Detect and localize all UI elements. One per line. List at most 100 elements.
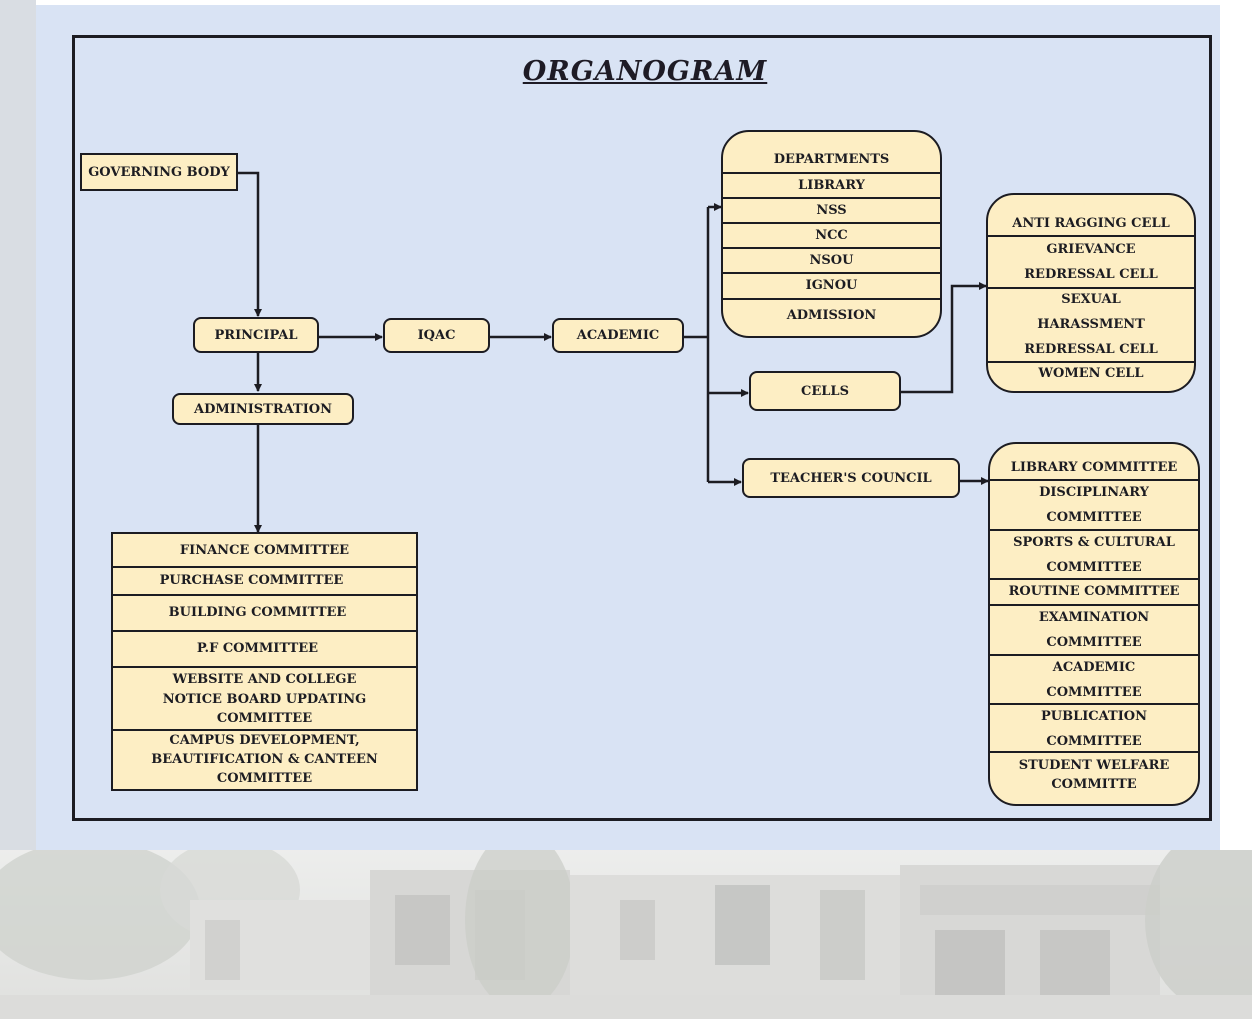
row-divider [723, 247, 940, 249]
admin-committee-row: PURCHASE COMMITTEE [113, 567, 416, 594]
cell-item-anti-ragging: ANTI RAGGING CELL [1012, 216, 1170, 231]
departments-stack: DEPARTMENTS LIBRARY NSS NCC NSOU IGNOU A… [721, 130, 942, 338]
committee-academic-line2: COMMITTEE [1046, 684, 1142, 700]
admin-committee-campus-line3: COMMITTEE [216, 770, 313, 786]
committee-sports-line1: SPORTS & CULTURAL [1013, 534, 1175, 550]
committee-row: EXAMINATION COMMITTEE [990, 606, 1198, 654]
committee-row: PUBLICATION COMMITTEE [990, 705, 1198, 753]
committee-row: STUDENT WELFARE COMMITTE [990, 754, 1198, 796]
committee-publication-line2: COMMITTEE [1046, 734, 1142, 749]
row-divider [723, 222, 940, 224]
row-divider [113, 566, 416, 568]
governing-body-box: GOVERNING BODY [80, 153, 238, 191]
teachers-council-label: TEACHER'S COUNCIL [770, 470, 932, 486]
row-divider [113, 666, 416, 668]
cells-label: CELLS [801, 383, 849, 399]
committee-academic-line1: ACADEMIC [1052, 659, 1136, 675]
admin-committees-stack: FINANCE COMMITTEE PURCHASE COMMITTEE BUI… [111, 532, 418, 791]
committee-student-welfare-line1: STUDENT WELFARE [1018, 758, 1170, 773]
admin-committee-website-line3: COMMITTEE [216, 711, 313, 726]
row-divider [990, 578, 1198, 580]
cell-item-women: WOMEN CELL [1038, 366, 1144, 381]
left-margin-strip [0, 0, 36, 850]
committee-disciplinary-line2: COMMITTEE [1046, 510, 1142, 525]
cell-item-harassment-line2: HARASSMENT [1037, 316, 1145, 332]
committee-row: LIBRARY COMMITTEE [990, 457, 1198, 479]
administration-box: ADMINISTRATION [172, 393, 354, 425]
iqac-box: IQAC [383, 318, 490, 353]
dept-row: IGNOU [723, 274, 940, 297]
committee-library: LIBRARY COMMITTEE [1010, 460, 1178, 475]
row-divider [990, 654, 1198, 656]
committee-row: ROUTINE COMMITTEE [990, 580, 1198, 604]
committee-row: DISCIPLINARY COMMITTEE [990, 481, 1198, 529]
committee-sports-line2: COMMITTEE [1046, 559, 1142, 575]
admin-committee-row: CAMPUS DEVELOPMENT, BEAUTIFICATION & CAN… [113, 730, 416, 788]
row-divider [723, 272, 940, 274]
admin-committee-website-line1: WEBSITE AND COLLEGE [172, 672, 357, 687]
cell-row: GRIEVANCE REDRESSAL CELL [988, 237, 1194, 287]
admin-committee-campus-line2: BEAUTIFICATION & CANTEEN [151, 751, 378, 767]
organogram-frame [72, 35, 1212, 821]
admin-committee-row: WEBSITE AND COLLEGE NOTICE BOARD UPDATIN… [113, 670, 416, 728]
edge-governing-principal [236, 171, 262, 317]
committee-disciplinary-line1: DISCIPLINARY [1039, 485, 1149, 500]
admin-committee-pf: P.F COMMITTEE [196, 640, 319, 656]
dept-item-admission: ADMISSION [786, 308, 877, 323]
row-divider [988, 287, 1194, 289]
cell-row: WOMEN CELL [988, 363, 1194, 385]
row-divider [113, 729, 416, 731]
cells-list-stack: ANTI RAGGING CELL GRIEVANCE REDRESSAL CE… [986, 193, 1196, 393]
dept-item-nss: NSS [816, 202, 847, 218]
cells-box: CELLS [749, 371, 901, 411]
row-divider [723, 197, 940, 199]
dept-row: NSS [723, 199, 940, 222]
admin-committee-building: BUILDING COMMITTEE [168, 604, 347, 620]
cell-item-harassment-line3: REDRESSAL CELL [1024, 341, 1158, 357]
committee-routine: ROUTINE COMMITTEE [1008, 584, 1180, 599]
academic-box: ACADEMIC [552, 318, 684, 353]
cell-item-harassment-line1: SEXUAL [1061, 291, 1121, 307]
dept-row: DEPARTMENTS [723, 148, 940, 172]
campus-photo-image [0, 850, 1252, 1019]
cell-item-grievance-line2: REDRESSAL CELL [1024, 267, 1158, 282]
row-divider [988, 361, 1194, 363]
committee-examination-line2: COMMITTEE [1046, 635, 1142, 650]
admin-committee-row: P.F COMMITTEE [113, 631, 416, 666]
principal-box: PRINCIPAL [193, 317, 319, 353]
row-divider [990, 479, 1198, 481]
committee-examination-line1: EXAMINATION [1038, 610, 1150, 625]
row-divider [990, 703, 1198, 705]
committee-student-welfare-line2: COMMITTE [1051, 777, 1137, 792]
row-divider [988, 235, 1194, 237]
admin-committee-finance: FINANCE COMMITTEE [179, 543, 350, 558]
council-committees-stack: LIBRARY COMMITTEE DISCIPLINARY COMMITTEE… [988, 442, 1200, 806]
committee-row: ACADEMIC COMMITTEE [990, 656, 1198, 703]
row-divider [990, 751, 1198, 753]
principal-label: PRINCIPAL [214, 327, 298, 343]
dept-item-ignou: IGNOU [805, 277, 858, 293]
organogram-title: ORGANOGRAM [522, 56, 768, 87]
iqac-label: IQAC [417, 328, 456, 343]
row-divider [990, 604, 1198, 606]
governing-body-label: GOVERNING BODY [88, 164, 230, 180]
admin-committee-row: BUILDING COMMITTEE [113, 595, 416, 630]
dept-row: NCC [723, 224, 940, 247]
row-divider [113, 594, 416, 596]
dept-row: NSOU [723, 249, 940, 272]
admin-committee-purchase: PURCHASE COMMITTEE [159, 572, 344, 588]
admin-committee-website-line2: NOTICE BOARD UPDATING [162, 692, 367, 707]
academic-label: ACADEMIC [576, 328, 660, 343]
dept-item-departments: DEPARTMENTS [773, 152, 890, 167]
row-divider [990, 529, 1198, 531]
dept-item-library: LIBRARY [798, 177, 865, 193]
row-divider [113, 630, 416, 632]
row-divider [723, 298, 940, 300]
connector-lines [236, 171, 989, 533]
cell-item-grievance-line1: GRIEVANCE [1046, 242, 1136, 257]
admin-committee-row: FINANCE COMMITTEE [113, 536, 416, 566]
dept-row: LIBRARY [723, 174, 940, 197]
cell-row: ANTI RAGGING CELL [988, 213, 1194, 235]
admin-committee-campus-line1: CAMPUS DEVELOPMENT, [169, 732, 360, 748]
teachers-council-box: TEACHER'S COUNCIL [742, 458, 960, 498]
